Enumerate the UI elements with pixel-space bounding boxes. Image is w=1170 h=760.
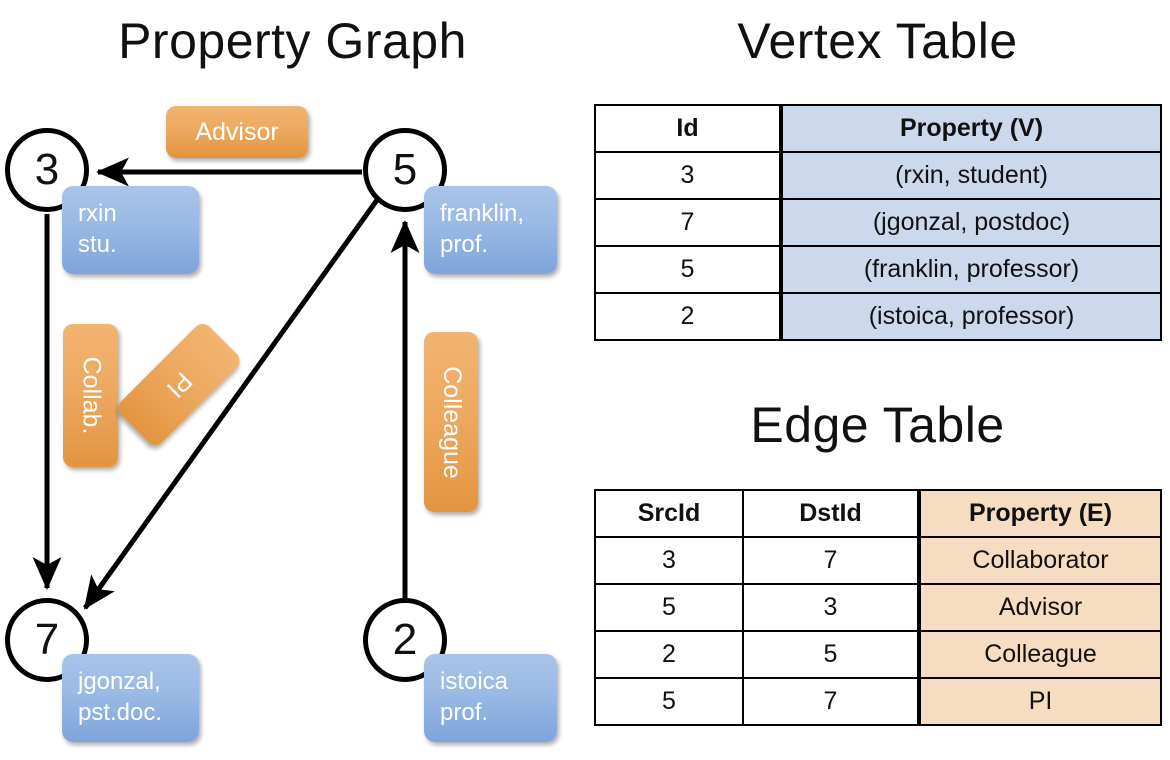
column-header-id: Id <box>594 104 782 153</box>
edge-label-colleague: Colleague <box>424 332 478 512</box>
vertex-id-label: 3 <box>34 145 60 194</box>
table-row[interactable]: 5 7 PI <box>594 677 1162 726</box>
callout-line-1: franklin, <box>440 200 525 227</box>
cell-srcid: 5 <box>594 583 744 632</box>
cell-dstid: 7 <box>742 536 920 585</box>
callout-line-2: stu. <box>78 231 117 259</box>
cell-id: 7 <box>594 198 782 247</box>
table-row[interactable]: 7 (jgonzal, postdoc) <box>594 198 1162 247</box>
column-header-dstid: DstId <box>742 489 920 538</box>
edge-label-text: Advisor <box>195 117 279 146</box>
graph-vertex-5[interactable]: 5 <box>363 128 447 212</box>
cell-id: 2 <box>594 292 782 341</box>
cell-property: PI <box>917 677 1162 726</box>
graph-vertex-2[interactable]: 2 <box>363 598 447 682</box>
vertex-property-callout-3: rxin stu. <box>62 186 199 274</box>
vertex-id-label: 7 <box>34 615 60 664</box>
table-row[interactable]: 3 (rxin, student) <box>594 151 1162 200</box>
cell-property: Collaborator <box>917 536 1162 585</box>
vertex-table: Id Property (V) 3 (rxin, student) 7 (jgo… <box>594 104 1162 341</box>
cell-property: (franklin, professor) <box>779 245 1162 294</box>
edge-label-text: Colleague <box>437 365 466 479</box>
cell-dstid: 3 <box>742 583 920 632</box>
cell-property: (istoica, professor) <box>779 292 1162 341</box>
table-row[interactable]: 2 5 Colleague <box>594 630 1162 679</box>
cell-id: 3 <box>594 151 782 200</box>
vertex-property-callout-5: franklin, prof. <box>424 186 557 274</box>
edge-label-advisor: Advisor <box>166 106 308 158</box>
cell-property: Colleague <box>917 630 1162 679</box>
cell-property: Advisor <box>917 583 1162 632</box>
cell-property: (rxin, student) <box>779 151 1162 200</box>
page-title-edge-table: Edge Table <box>750 397 1005 453</box>
callout-line-1: istoica <box>440 668 509 695</box>
table-row[interactable]: 2 (istoica, professor) <box>594 292 1162 341</box>
column-header-srcid: SrcId <box>594 489 744 538</box>
table-row[interactable]: 3 7 Collaborator <box>594 536 1162 585</box>
vertex-property-callout-7: jgonzal, pst.doc. <box>62 654 199 742</box>
cell-dstid: 7 <box>742 677 920 726</box>
column-header-property-v: Property (V) <box>779 104 1162 153</box>
page-title-vertex-table: Vertex Table <box>737 13 1018 69</box>
column-header-property-e: Property (E) <box>917 489 1162 538</box>
cell-srcid: 2 <box>594 630 744 679</box>
vertex-id-label: 2 <box>392 615 418 664</box>
cell-srcid: 5 <box>594 677 744 726</box>
cell-srcid: 3 <box>594 536 744 585</box>
callout-line-1: rxin <box>78 200 117 227</box>
callout-line-1: jgonzal, <box>78 668 161 695</box>
table-header-row: SrcId DstId Property (E) <box>594 489 1162 538</box>
vertex-id-label: 5 <box>392 145 418 194</box>
property-graph-panel: Property Graph 3 5 7 2 rxin stu. frankli… <box>5 13 557 742</box>
table-header-row: Id Property (V) <box>594 104 1162 153</box>
vertex-property-callout-2: istoica prof. <box>424 654 557 742</box>
graph-edges-svg <box>32 157 420 610</box>
edge-arrow-pi <box>82 198 380 610</box>
table-row[interactable]: 5 3 Advisor <box>594 583 1162 632</box>
edge-table: SrcId DstId Property (E) 3 7 Collaborato… <box>594 489 1162 726</box>
table-row[interactable]: 5 (franklin, professor) <box>594 245 1162 294</box>
edge-label-collab: Collab. <box>63 324 118 467</box>
callout-line-2: pst.doc. <box>78 699 163 727</box>
cell-property: (jgonzal, postdoc) <box>779 198 1162 247</box>
cell-id: 5 <box>594 245 782 294</box>
edge-label-text: Collab. <box>77 356 106 435</box>
callout-line-2: prof. <box>440 699 489 727</box>
callout-line-2: prof. <box>440 231 489 259</box>
edge-label-text: PI <box>161 366 198 404</box>
cell-dstid: 5 <box>742 630 920 679</box>
page-title-property-graph: Property Graph <box>118 13 467 69</box>
